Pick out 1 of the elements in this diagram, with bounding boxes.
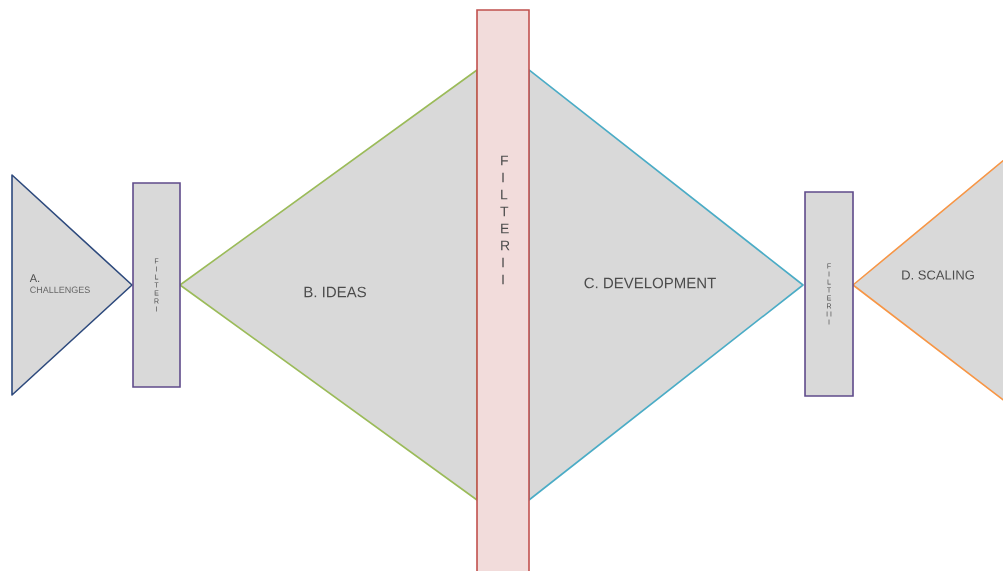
filter-bar: F I L T E R I I (476, 9, 530, 571)
